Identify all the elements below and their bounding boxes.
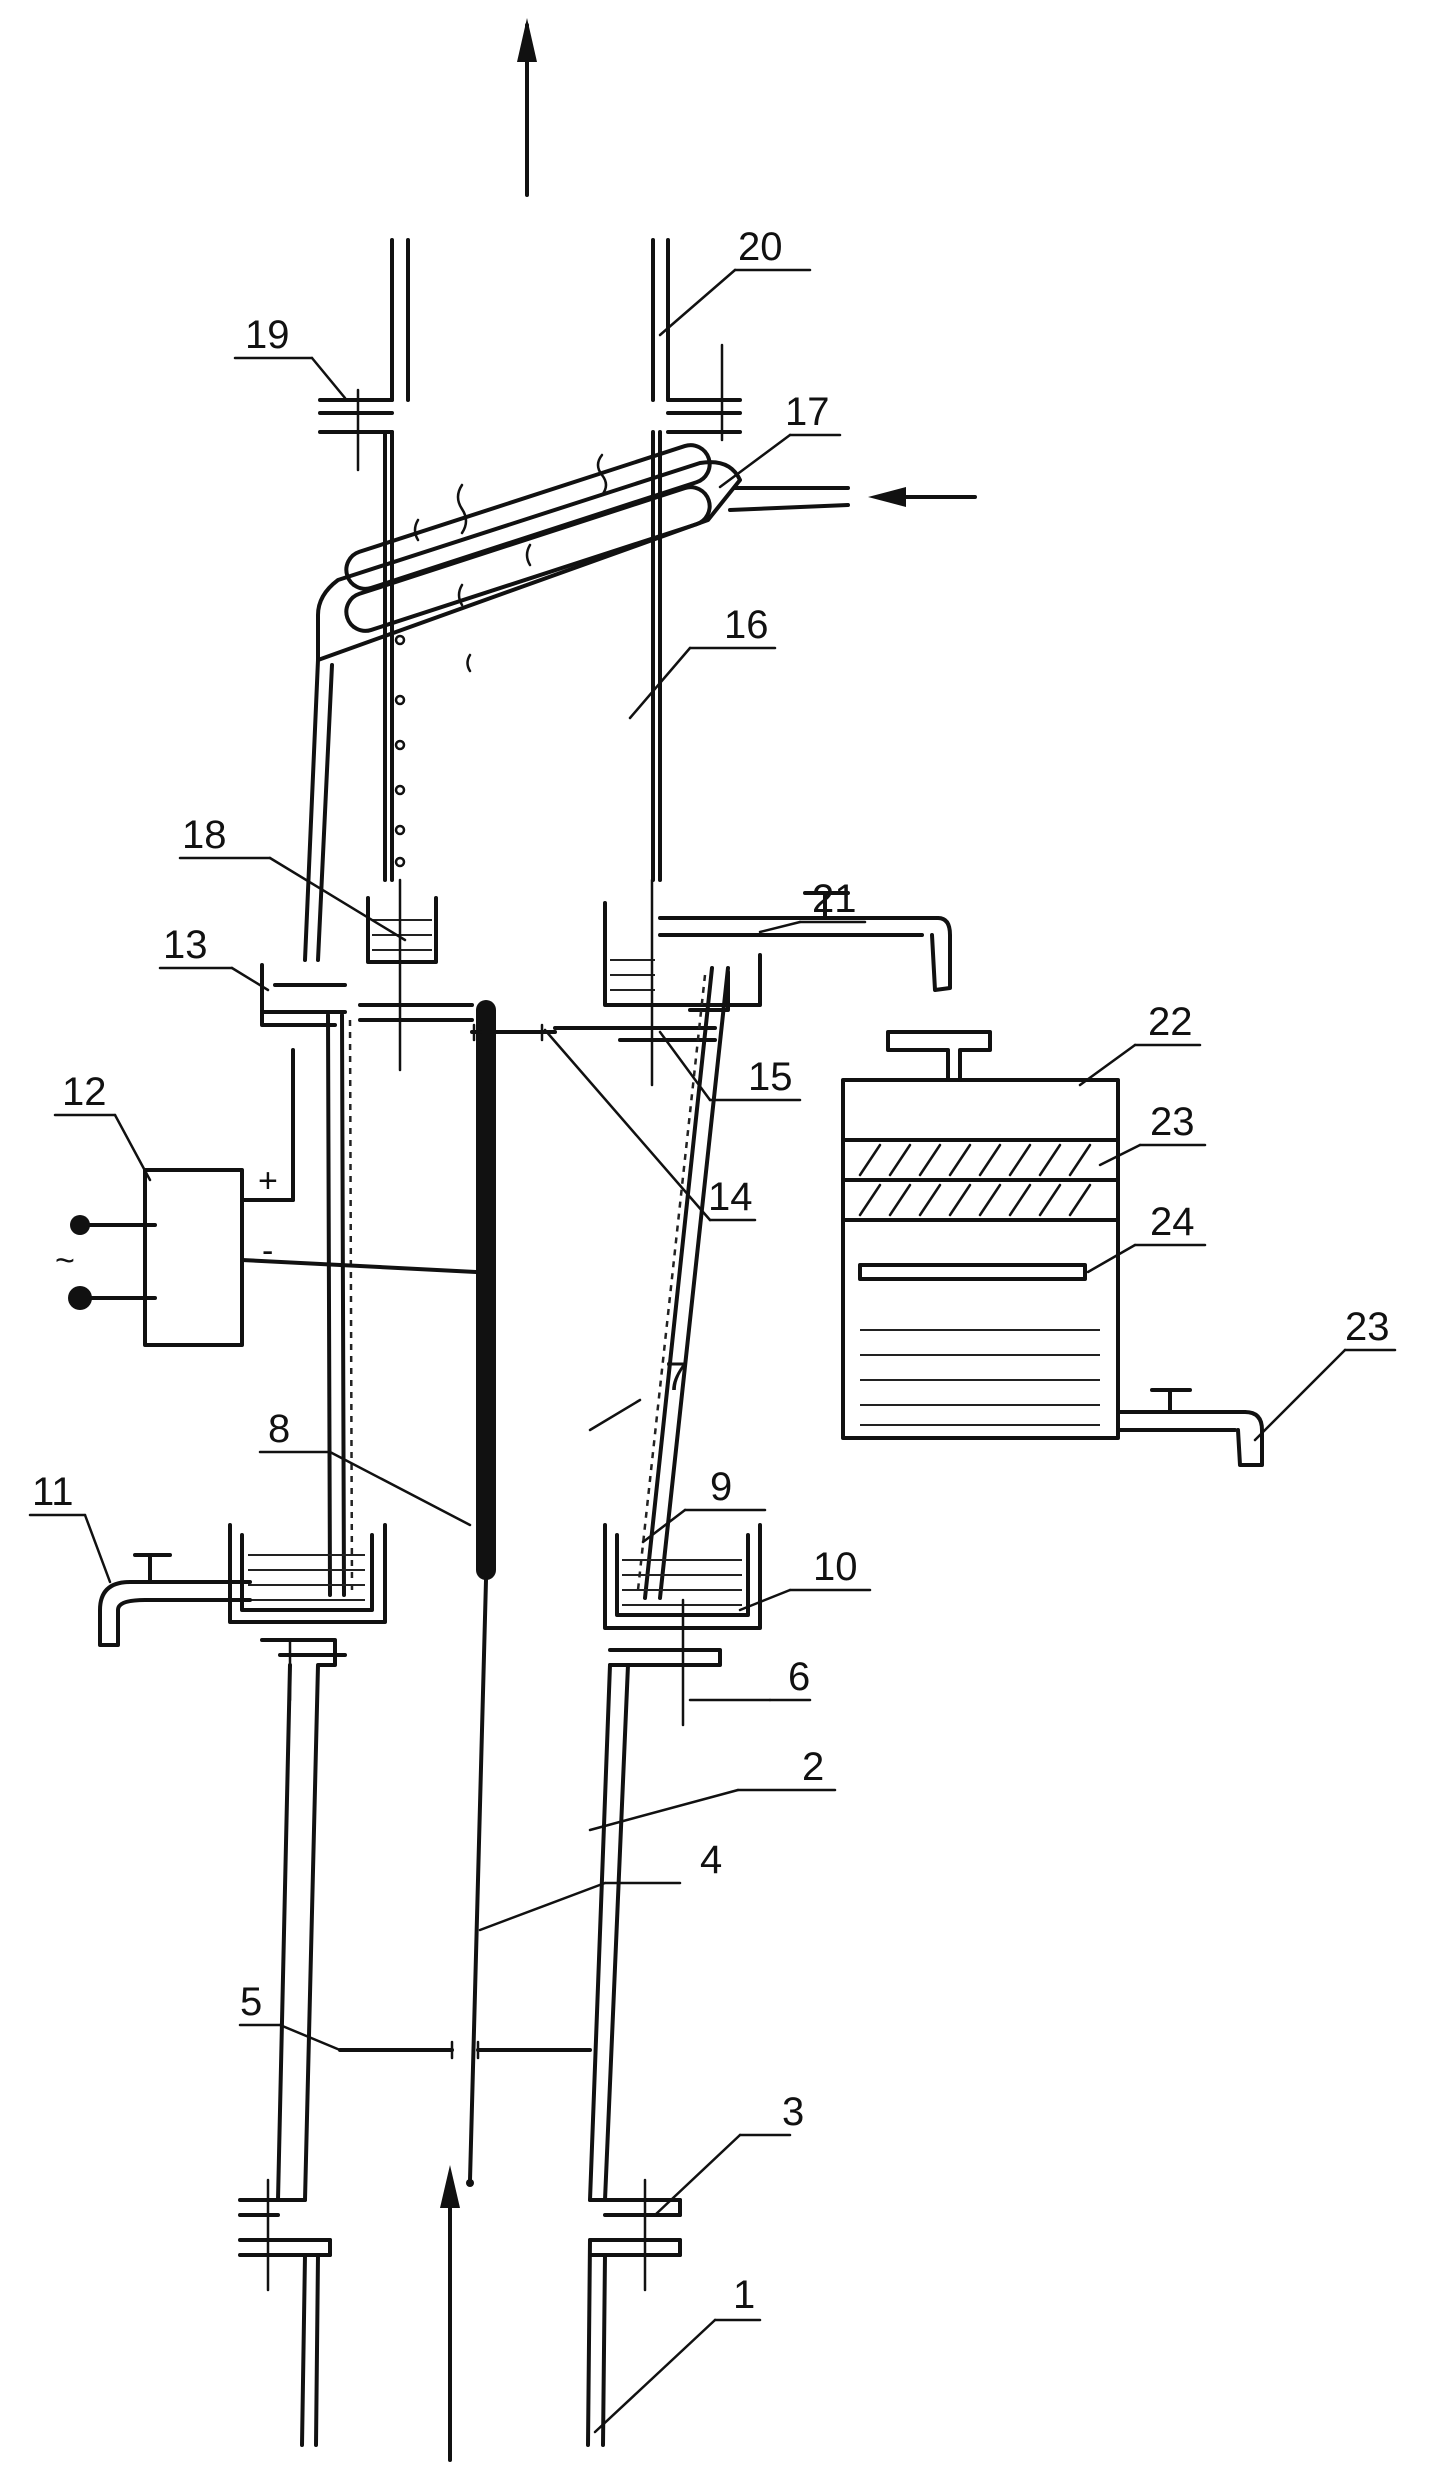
reactor-walls (326, 966, 730, 1600)
label-19: 19 (245, 313, 290, 357)
label-1: 1 (733, 2273, 755, 2317)
side-inlet-arrow (868, 487, 977, 507)
label-14: 14 (708, 1175, 753, 1219)
positive-sign: + (258, 1162, 278, 1200)
outlet-arrow (517, 18, 537, 197)
label-9: 9 (710, 1465, 732, 1509)
label-21: 21 (812, 877, 857, 921)
label-17: 17 (785, 390, 830, 434)
lower-pipe (238, 1638, 722, 2447)
inlet-arrow (440, 2165, 460, 2462)
label-3: 3 (782, 2090, 804, 2134)
vapor-marks (394, 453, 608, 868)
label-13: 13 (163, 923, 208, 967)
label-24: 24 (1150, 1200, 1195, 1244)
label-23-drain: 23 (1345, 1305, 1390, 1349)
label-10: 10 (813, 1545, 858, 1589)
bottom-right-trough (603, 1523, 762, 1727)
label-4: 4 (700, 1838, 722, 1882)
label-22: 22 (1148, 1000, 1193, 1044)
label-7: 7 (665, 1355, 687, 1399)
cooling-coil (303, 443, 850, 962)
water-tank (841, 1030, 1264, 1467)
label-8: 8 (268, 1407, 290, 1451)
label-5: 5 (240, 1980, 262, 2024)
ac-symbol: ~ (55, 1242, 75, 1280)
bottom-left-trough (98, 1523, 387, 1647)
label-23-filter: 23 (1150, 1100, 1195, 1144)
label-2: 2 (802, 1745, 824, 1789)
power-supply (68, 1048, 478, 1347)
label-11: 11 (32, 1470, 74, 1514)
label-20: 20 (738, 225, 783, 269)
negative-sign: - (262, 1232, 273, 1270)
upper-pipe (318, 238, 742, 882)
top-right-trough (603, 878, 952, 1087)
label-15: 15 (748, 1055, 793, 1099)
label-18: 18 (182, 813, 227, 857)
label-16: 16 (724, 603, 769, 647)
label-6: 6 (788, 1655, 810, 1699)
electrode-clips (338, 1023, 592, 2060)
top-left-trough (366, 878, 438, 1072)
electrode (466, 1000, 496, 2187)
label-12: 12 (62, 1070, 107, 1114)
leader-lines (28, 268, 1397, 2434)
